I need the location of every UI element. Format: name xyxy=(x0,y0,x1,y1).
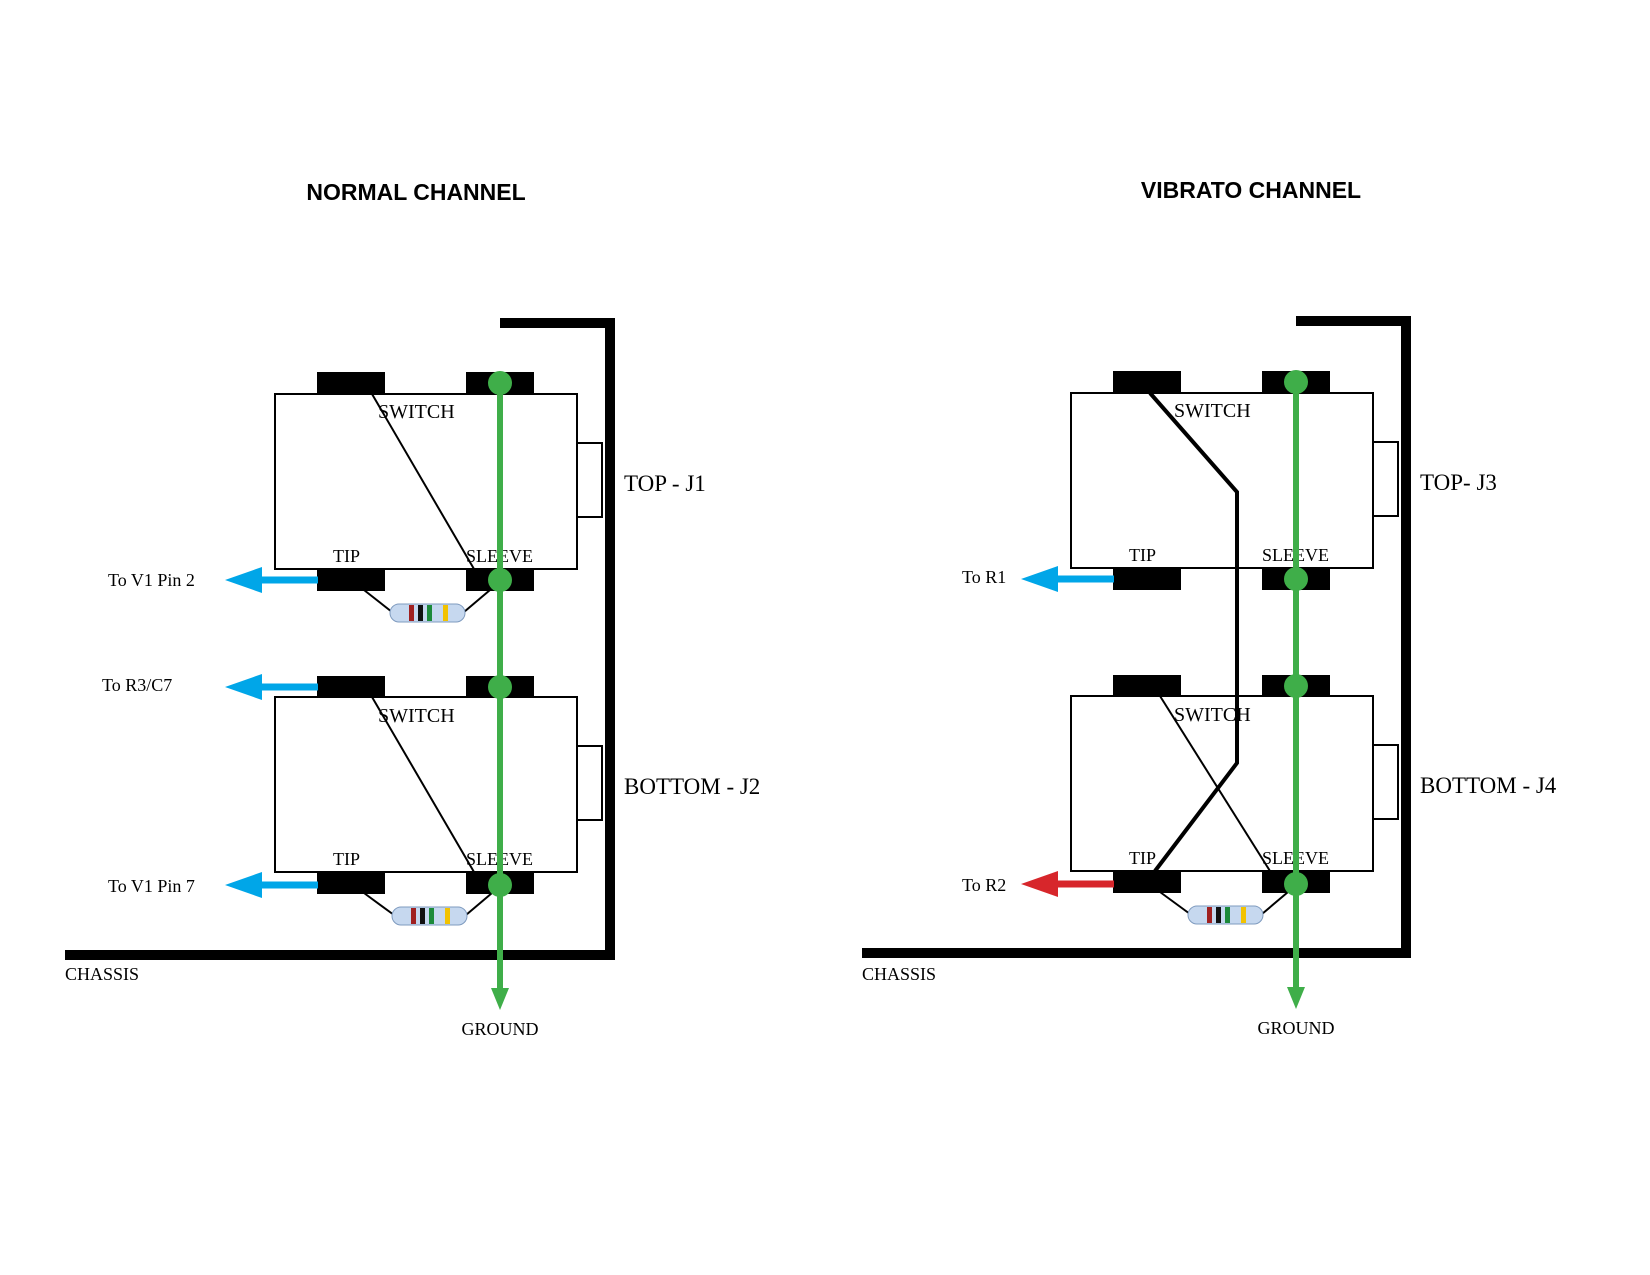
vibrato-top-tip-arrow-head xyxy=(1021,566,1058,592)
normal-bottom-switch-label: SWITCH xyxy=(378,705,455,727)
normal-ground-node-3 xyxy=(488,675,512,699)
vibrato-bottom-internal-contact xyxy=(1159,695,1271,872)
normal-ground-label: GROUND xyxy=(461,1019,538,1039)
normal-bottom-jack-label: BOTTOM - J2 xyxy=(624,774,760,799)
vibrato-channel-title: VIBRATO CHANNEL xyxy=(1141,177,1361,203)
normal-bottom-switch-arrow xyxy=(225,674,318,700)
normal-chassis-label: CHASSIS xyxy=(65,964,139,984)
vibrato-bottom-jack: SWITCH TIP SLEEVE BOTTOM - J4 xyxy=(1070,675,1557,893)
normal-ground-node-4 xyxy=(488,873,512,897)
normal-channel-title: NORMAL CHANNEL xyxy=(306,179,525,205)
normal-top-tip-dest: To V1 Pin 2 xyxy=(108,570,195,590)
normal-top-jack-bushing xyxy=(576,442,603,518)
vibrato-top-switch-lug xyxy=(1113,371,1181,393)
vibrato-top-tip-dest: To R1 xyxy=(962,567,1006,587)
normal-bottom-switch-dest: To R3/C7 xyxy=(102,675,172,695)
normal-channel: NORMAL CHANNEL CHASSIS SWITCH TIP SLEEVE… xyxy=(65,179,760,1039)
vibrato-top-tip-arrow xyxy=(1021,566,1114,592)
normal-bottom-tip-label: TIP xyxy=(333,849,360,869)
vibrato-bottom-resistor-band-3 xyxy=(1225,907,1230,923)
normal-top-resistor-band-3 xyxy=(427,605,432,621)
normal-ground-wire xyxy=(488,371,512,1010)
vibrato-ground-node-4 xyxy=(1284,872,1308,896)
normal-bottom-tip-arrow xyxy=(225,872,318,898)
vibrato-bottom-tip-arrow xyxy=(1021,871,1114,897)
vibrato-ground-label: GROUND xyxy=(1257,1018,1334,1038)
normal-bottom-resistor-lead-left xyxy=(363,892,395,916)
normal-top-resistor xyxy=(363,589,491,623)
vibrato-ground-wire xyxy=(1284,370,1308,1009)
vibrato-bottom-tip-arrow-head xyxy=(1021,871,1058,897)
normal-top-tip-arrow xyxy=(225,567,318,593)
vibrato-bottom-resistor-lead-left xyxy=(1159,891,1191,915)
vibrato-channel: VIBRATO CHANNEL CHASSIS SWITCH TIP SLEEV… xyxy=(862,177,1557,1038)
normal-ground-node-2 xyxy=(488,568,512,592)
vibrato-ground-node-3 xyxy=(1284,674,1308,698)
normal-ground-node-1 xyxy=(488,371,512,395)
normal-bottom-switch-arrow-head xyxy=(225,674,262,700)
normal-bottom-switch-lug xyxy=(317,676,385,697)
vibrato-ground-node-1 xyxy=(1284,370,1308,394)
normal-top-resistor-lead-right xyxy=(463,589,491,613)
normal-bottom-resistor-band-3 xyxy=(429,908,434,924)
vibrato-ground-arrow-head xyxy=(1287,987,1305,1009)
vibrato-chassis-label: CHASSIS xyxy=(862,964,936,984)
normal-top-resistor-band-2 xyxy=(418,605,423,621)
normal-bottom-resistor-lead-right xyxy=(465,892,493,916)
normal-bottom-internal-contact xyxy=(371,696,475,873)
vibrato-bottom-jack-bushing xyxy=(1372,744,1399,820)
normal-bottom-resistor xyxy=(363,892,493,926)
normal-chassis-line xyxy=(65,318,615,960)
normal-top-resistor-lead-left xyxy=(363,589,393,613)
normal-top-jack-label: TOP - J1 xyxy=(624,471,706,496)
vibrato-top-switch-label: SWITCH xyxy=(1174,400,1251,422)
vibrato-top-jack-label: TOP- J3 xyxy=(1420,470,1497,495)
normal-bottom-tip-lug xyxy=(317,872,385,894)
normal-top-resistor-band-1 xyxy=(409,605,414,621)
normal-top-switch-label: SWITCH xyxy=(378,401,455,423)
vibrato-top-tip-lug xyxy=(1113,568,1181,590)
vibrato-bottom-jack-label: BOTTOM - J4 xyxy=(1420,773,1557,798)
normal-top-tip-lug xyxy=(317,569,385,591)
vibrato-bottom-tip-dest: To R2 xyxy=(962,875,1006,895)
vibrato-chassis-line xyxy=(862,316,1411,958)
normal-top-resistor-band-4 xyxy=(443,605,448,621)
vibrato-ground-node-2 xyxy=(1284,567,1308,591)
normal-ground-arrow-head xyxy=(491,988,509,1010)
vibrato-bottom-tip-label: TIP xyxy=(1129,848,1156,868)
vibrato-cross-wire xyxy=(1148,391,1239,873)
vibrato-bottom-resistor-lead-right xyxy=(1261,891,1289,915)
normal-bottom-resistor-band-4 xyxy=(445,908,450,924)
normal-bottom-tip-arrow-head xyxy=(225,872,262,898)
normal-bottom-resistor-band-1 xyxy=(411,908,416,924)
vibrato-top-jack: SWITCH TIP SLEEVE TOP- J3 xyxy=(1070,371,1497,590)
normal-top-switch-lug xyxy=(317,372,385,394)
normal-top-tip-label: TIP xyxy=(333,546,360,566)
vibrato-bottom-resistor xyxy=(1159,891,1289,925)
normal-bottom-jack-bushing xyxy=(576,745,603,821)
vibrato-top-tip-label: TIP xyxy=(1129,545,1156,565)
vibrato-bottom-tip-lug xyxy=(1113,871,1181,893)
normal-top-tip-arrow-head xyxy=(225,567,262,593)
vibrato-bottom-resistor-band-2 xyxy=(1216,907,1221,923)
vibrato-bottom-switch-label: SWITCH xyxy=(1174,704,1251,726)
normal-top-jack: SWITCH TIP SLEEVE TOP - J1 xyxy=(274,372,706,591)
vibrato-bottom-resistor-band-4 xyxy=(1241,907,1246,923)
vibrato-top-jack-bushing xyxy=(1372,441,1399,517)
normal-bottom-jack: SWITCH TIP SLEEVE BOTTOM - J2 xyxy=(274,676,760,894)
normal-top-internal-contact xyxy=(371,393,475,570)
normal-bottom-resistor-band-2 xyxy=(420,908,425,924)
vibrato-bottom-resistor-band-1 xyxy=(1207,907,1212,923)
normal-bottom-tip-dest: To V1 Pin 7 xyxy=(108,876,195,896)
vibrato-bottom-switch-lug xyxy=(1113,675,1181,696)
